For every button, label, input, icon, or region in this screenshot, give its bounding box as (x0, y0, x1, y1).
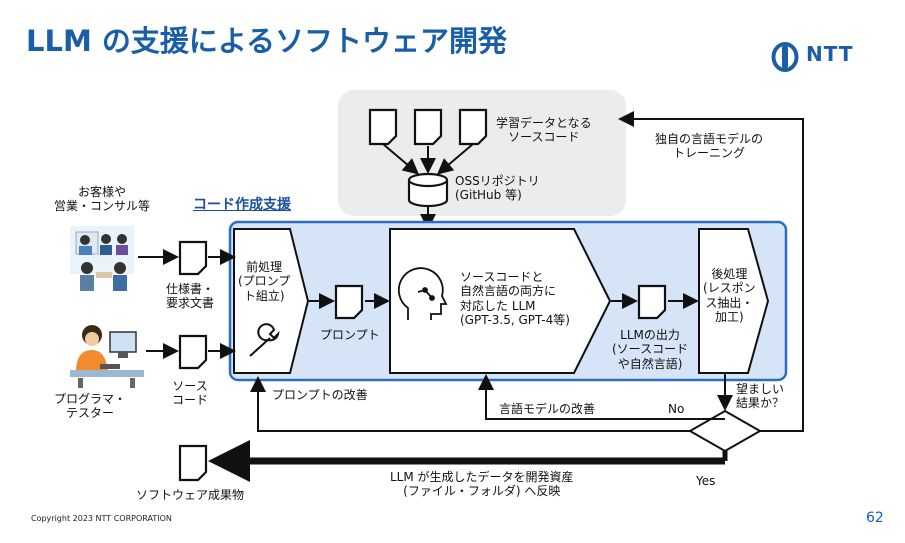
doc-icon (368, 108, 398, 146)
programmer-illustration (70, 325, 144, 388)
llm-label: ソースコードと自然言語の両方に対応した LLM(GPT-3.5, GPT-4等) (460, 270, 570, 328)
spec-doc-label: 仕様書・要求文書 (166, 282, 215, 311)
asset-label: LLM が生成したデータを開発資産(ファイル・フォルダ) へ反映 (390, 470, 574, 499)
model-improve-label: 言語モデルの改善 (499, 402, 596, 416)
oss-repo-label: OSSリポジトリ(GitHub 等) (455, 174, 540, 203)
llm-output-label: LLMの出力(ソースコードや自然言語) (612, 328, 689, 371)
ai-head-icon (397, 267, 448, 320)
source-doc-icon (178, 334, 208, 370)
training-label: 独自の言語モデルのトレーニング (655, 132, 764, 161)
database-icon (407, 172, 449, 208)
wrench-icon (249, 323, 280, 357)
prompt-doc-icon (334, 284, 364, 320)
prompt-label: プロンプト (320, 328, 380, 342)
preprocess-label: 前処理(プロンプト組立) (238, 260, 291, 303)
page-number: 62 (866, 510, 884, 526)
slide-title: LLM の支援によるソフトウェア開発 (26, 24, 508, 58)
ntt-logo (771, 42, 799, 72)
training-doc-icons (368, 108, 488, 146)
postprocess-box (698, 228, 770, 374)
yes-label: Yes (696, 474, 716, 488)
customer-label: お客様や営業・コンサル等 (54, 185, 151, 214)
doc-icon (458, 108, 488, 146)
spec-doc-icon (178, 240, 208, 276)
no-label: No (668, 402, 685, 416)
desired-label: 望ましい結果か？ (736, 382, 785, 411)
prompt-improve-label: プロンプトの改善 (272, 388, 368, 402)
training-data-label: 学習データとなるソースコード (496, 116, 592, 145)
customer-meeting-illustration (70, 226, 134, 291)
code-support-title: コード作成支援 (193, 197, 291, 213)
source-code-label: ソースコード (172, 379, 209, 408)
decision-diamond (687, 409, 763, 453)
doc-icon (413, 108, 443, 146)
copyright-footer: Copyright 2023 NTT CORPORATION (31, 514, 172, 523)
ntt-logo-text: NTT (806, 42, 854, 66)
llm-output-doc-icon (637, 284, 667, 320)
deliverable-label: ソフトウェア成果物 (136, 488, 245, 502)
llm-box (389, 228, 612, 374)
deliverable-doc-icon (178, 444, 208, 482)
programmer-label: プログラマ・テスター (54, 392, 127, 421)
postprocess-label: 後処理(レスポンス抽出・加工) (703, 267, 756, 325)
